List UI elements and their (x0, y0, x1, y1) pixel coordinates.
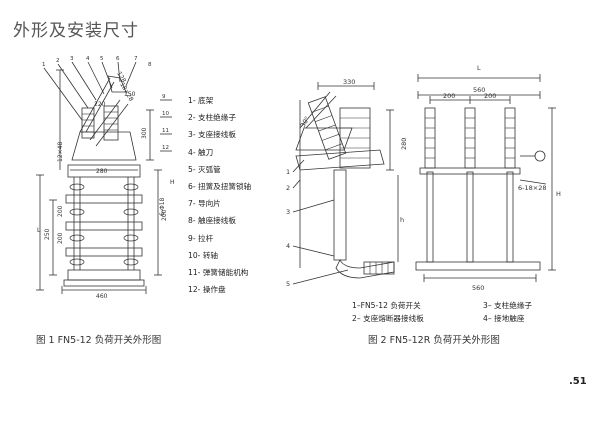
legend2-item: 3– 支柱绝缘子 (483, 301, 533, 310)
fig1-part-8: 8 (148, 62, 152, 68)
fig1-part-4: 4 (86, 56, 90, 62)
legend2-item: 4– 接地触座 (483, 314, 525, 323)
fig1-part-6: 6 (116, 56, 120, 62)
fig2-dim-560-top: 560 (473, 86, 485, 94)
legend1-item: 11- 弹簧储能机构 (188, 268, 249, 278)
fig1-dim-H: H (170, 179, 175, 186)
figure1-legend: 1- 底架 2- 支柱绝缘子 3- 支座接线板 4- 触刀 5- 灭弧管 6- … (188, 92, 251, 298)
fig1-dim-200b: 200 (57, 232, 64, 244)
fig1-dim-150: 150 (124, 91, 136, 98)
fig2-part-3: 3 (286, 208, 290, 216)
legend1-item: 6- 扭簧及扭簧锁轴 (188, 182, 252, 192)
fig2-dim-200b: 200 (484, 92, 496, 100)
fig2-dim-h: h (400, 216, 404, 224)
legend1-item: 2- 支柱绝缘子 (188, 113, 236, 123)
fig2-dim-H: H (556, 190, 561, 198)
fig1-part-12: 12 (162, 145, 169, 151)
fig2-dim-200a: 200 (443, 92, 455, 100)
fig2-dim-280: 280 (400, 138, 408, 150)
fig1-part-11: 11 (162, 128, 169, 134)
legend2-item: 1–FN5-12 负荷开关 (352, 301, 421, 310)
fig2-dim-holes: 6-18×28 (518, 184, 546, 192)
fig1-part-9: 9 (162, 94, 166, 100)
legend1-item: 5- 灭弧管 (188, 164, 221, 174)
fig2-part-2: 2 (286, 184, 290, 192)
fig1-part-7: 7 (134, 56, 138, 62)
page-number: .51 (569, 376, 587, 387)
legend2-item: 2– 支座熔断器接线板 (352, 314, 424, 323)
fig1-dim-holes: 6-Φ18 (159, 197, 166, 216)
fig1-dim-250: 250 (44, 228, 51, 240)
fig1-dim-128: 128 (115, 71, 127, 85)
fig1-part-2: 2 (56, 58, 60, 64)
legend1-item: 12- 操作盘 (188, 285, 226, 295)
legend1-item: 9- 拉杆 (188, 233, 214, 243)
fig2-dim-L: L (477, 64, 481, 72)
fig1-dim-220: 220 (94, 101, 106, 108)
legend1-item: 3- 支座接线板 (188, 130, 236, 140)
fig1-dim-300: 300 (141, 127, 148, 139)
fig1-dim-200c: 200 (161, 209, 168, 221)
fig1-dim-460: 460 (96, 293, 108, 300)
figure1-caption: 图 1 FN5-12 负荷开关外形图 (36, 335, 162, 346)
legend1-item: 7- 导向片 (188, 199, 221, 209)
fig1-part-3: 3 (70, 56, 74, 62)
fig2-part-1: 1 (286, 168, 290, 176)
page-title: 外形及安装尺寸 (13, 21, 139, 41)
fig1-part-1: 1 (42, 62, 46, 68)
legend1-item: 4- 触刀 (188, 147, 214, 157)
fig2-dim-560-bottom: 560 (472, 284, 484, 292)
fig1-dim-200a: 200 (57, 205, 64, 217)
legend1-item: 10- 转轴 (188, 250, 219, 260)
fig1-part-5: 5 (100, 56, 104, 62)
figure1-drawing (36, 61, 172, 294)
fig1-dim-12x48: 12×48 (57, 142, 64, 162)
legend1-item: 1- 底架 (188, 96, 214, 105)
figure2-caption: 图 2 FN5-12R 负荷开关外形图 (368, 335, 500, 346)
fig2-dim-330: 330 (343, 78, 355, 86)
fig1-part-10: 10 (162, 111, 169, 117)
fig1-dim-L: L (37, 227, 41, 234)
fig1-dim-280: 280 (96, 168, 108, 175)
fig2-part-4: 4 (286, 242, 290, 250)
figure2-drawing (292, 74, 556, 285)
fig2-part-5: 5 (286, 280, 290, 288)
legend1-item: 8- 触座接线板 (188, 216, 236, 226)
